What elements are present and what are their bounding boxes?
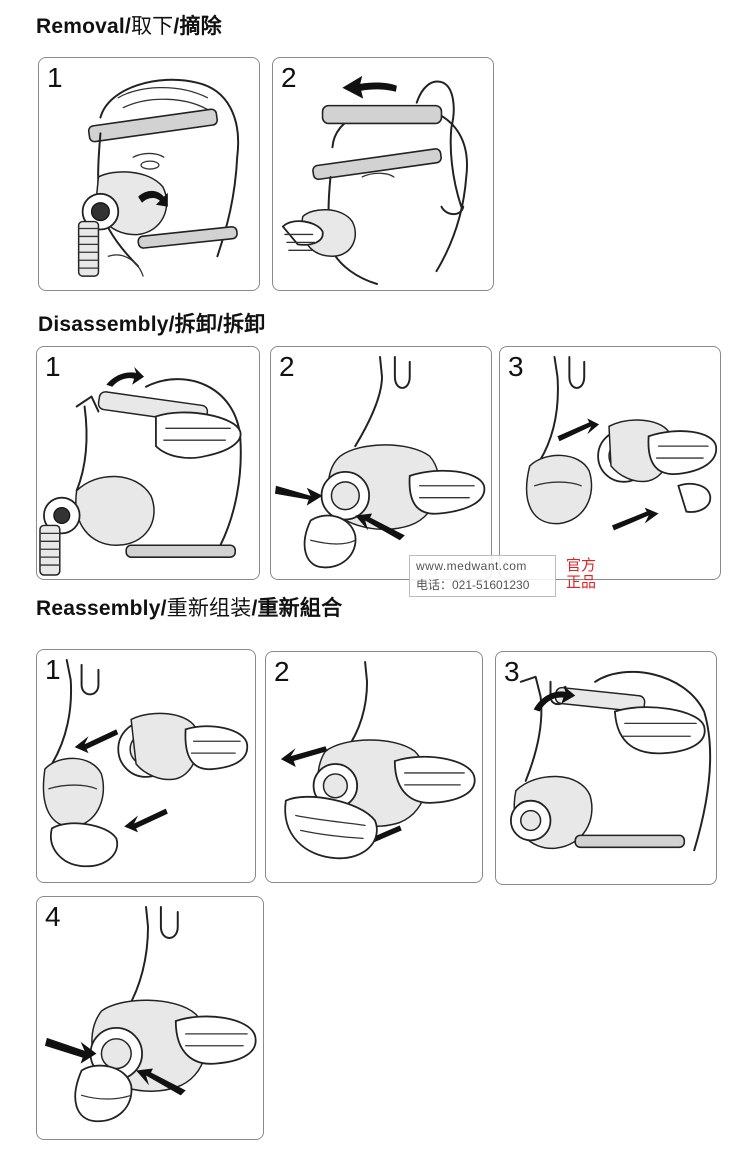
disassembly-step-1-panel: 1	[36, 346, 260, 580]
heading-cn-simplified: 取下	[130, 15, 174, 38]
authentic-seal: 官方 正品	[566, 557, 606, 591]
disassembly-step-2-illustration	[274, 355, 486, 569]
heading-cn-traditional: 摘除	[179, 15, 222, 38]
step-number: 3	[508, 351, 524, 382]
removal-step-2-panel: 2	[272, 57, 494, 291]
section-title-reassembly: Reassembly/重新组装/重新組合	[36, 592, 342, 622]
step-number: 2	[274, 656, 290, 687]
reassembly-step-3-illustration	[509, 670, 712, 852]
removal-step-1-illustration	[77, 78, 240, 277]
seal-line-1: 官方	[566, 557, 597, 574]
step-number: 2	[281, 62, 297, 93]
heading-en: Reassembly/	[36, 597, 167, 620]
removal-step-1-panel: 1	[38, 57, 260, 291]
reassembly-step-1-illustration	[42, 658, 248, 867]
heading-separator: /	[173, 15, 180, 38]
disassembly-step-2-panel: 2	[270, 346, 492, 580]
reassembly-step-3-panel: 3	[495, 651, 717, 885]
reassembly-step-1-panel: 1	[36, 649, 256, 883]
heading-separator: /	[251, 597, 258, 620]
heading-en: Removal/	[36, 15, 131, 38]
reassembly-step-4-panel: 4	[36, 896, 264, 1140]
step-number: 1	[45, 654, 61, 685]
heading-cn-simplified: 重新组装	[166, 597, 252, 620]
step-number: 4	[45, 901, 61, 932]
heading-cn-traditional: 重新組合	[257, 597, 343, 620]
reassembly-step-2-panel: 2	[265, 651, 483, 883]
step-number: 1	[47, 62, 63, 93]
step-number: 3	[504, 656, 520, 687]
section-title-removal: Removal/取下/摘除	[36, 10, 222, 40]
step-number: 1	[45, 351, 61, 382]
disassembly-step-1-illustration	[39, 366, 242, 576]
step-number: 2	[279, 351, 295, 382]
reassembly-step-2-illustration	[280, 660, 476, 860]
watermark: www.medwant.com 电话：021-51601230	[409, 555, 556, 597]
seal-line-2: 正品	[566, 574, 597, 591]
reassembly-step-4-illustration	[44, 905, 257, 1122]
watermark-url: www.medwant.com	[416, 559, 527, 573]
disassembly-step-3-illustration	[525, 355, 717, 531]
disassembly-step-3-panel: 3	[499, 346, 721, 580]
watermark-phone: 电话：021-51601230	[416, 578, 530, 592]
removal-step-2-illustration	[281, 75, 468, 285]
section-title-disassembly: Disassembly/拆卸/拆卸	[38, 313, 266, 336]
